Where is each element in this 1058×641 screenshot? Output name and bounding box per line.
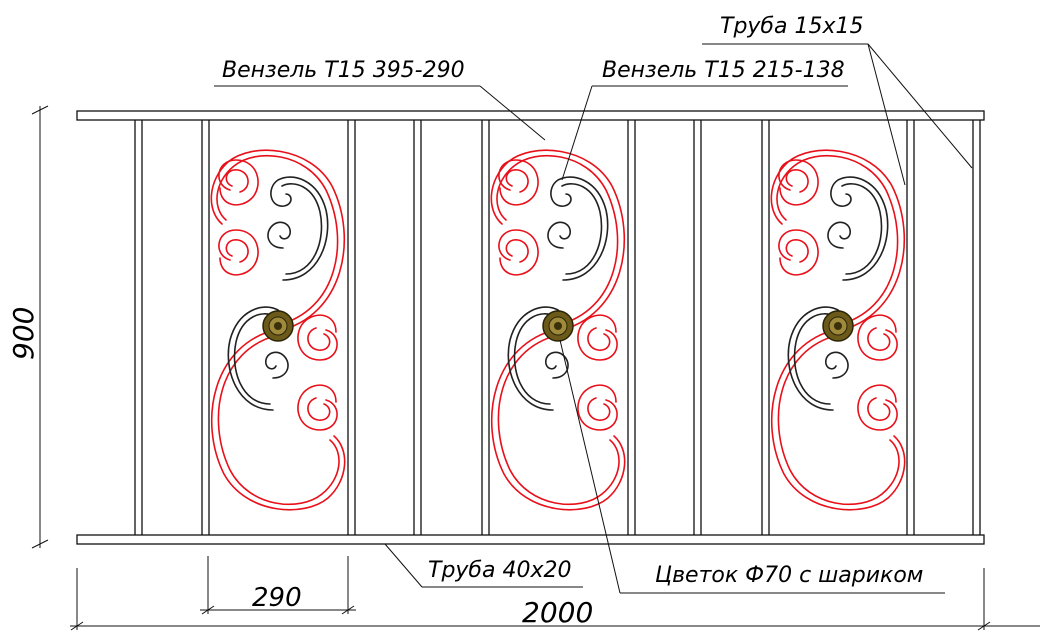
label-pipe-top: Труба 15х15 <box>720 14 863 39</box>
label-scroll-large: Вензель Т15 395-290 <box>222 58 465 83</box>
dim-total-width: 2000 <box>522 596 593 629</box>
flower-1 <box>262 310 294 342</box>
leader-lines <box>214 43 973 594</box>
flower-2 <box>542 310 574 342</box>
label-flower: Цветок Ф70 с шариком <box>655 563 923 588</box>
top-rail <box>76 110 985 121</box>
dimension-lines <box>31 105 1040 631</box>
label-scroll-small: Вензель Т15 215-138 <box>602 58 845 83</box>
label-pipe-bottom: Труба 40х20 <box>428 558 571 583</box>
dim-height: 900 <box>7 307 40 360</box>
flower-3 <box>822 310 854 342</box>
dim-section-width: 290 <box>252 583 302 613</box>
posts <box>134 120 981 535</box>
bottom-rail <box>76 534 985 545</box>
